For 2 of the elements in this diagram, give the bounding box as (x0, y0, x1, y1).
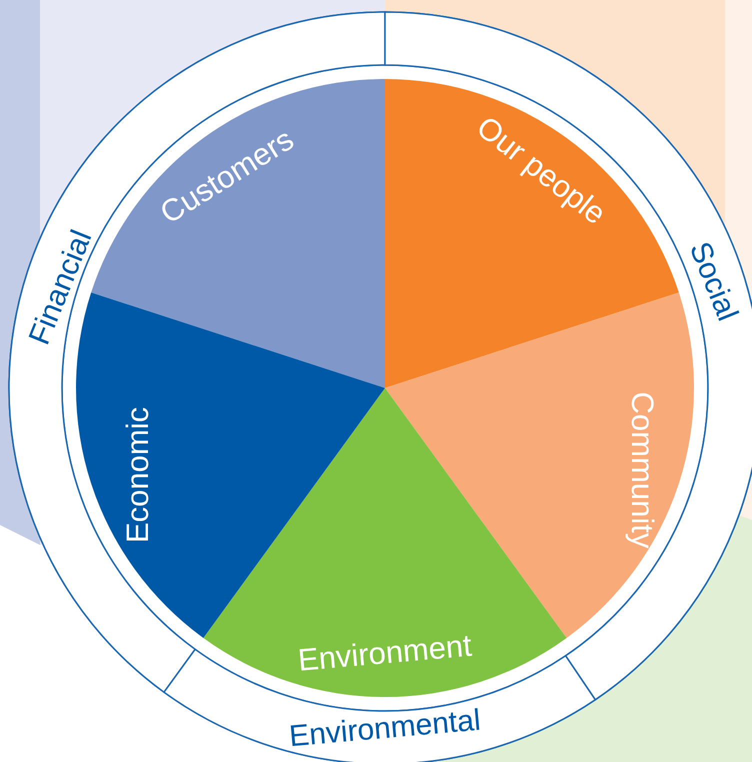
pie-slice: Economic (76, 292, 385, 638)
pie-slice: Environment (203, 388, 567, 697)
